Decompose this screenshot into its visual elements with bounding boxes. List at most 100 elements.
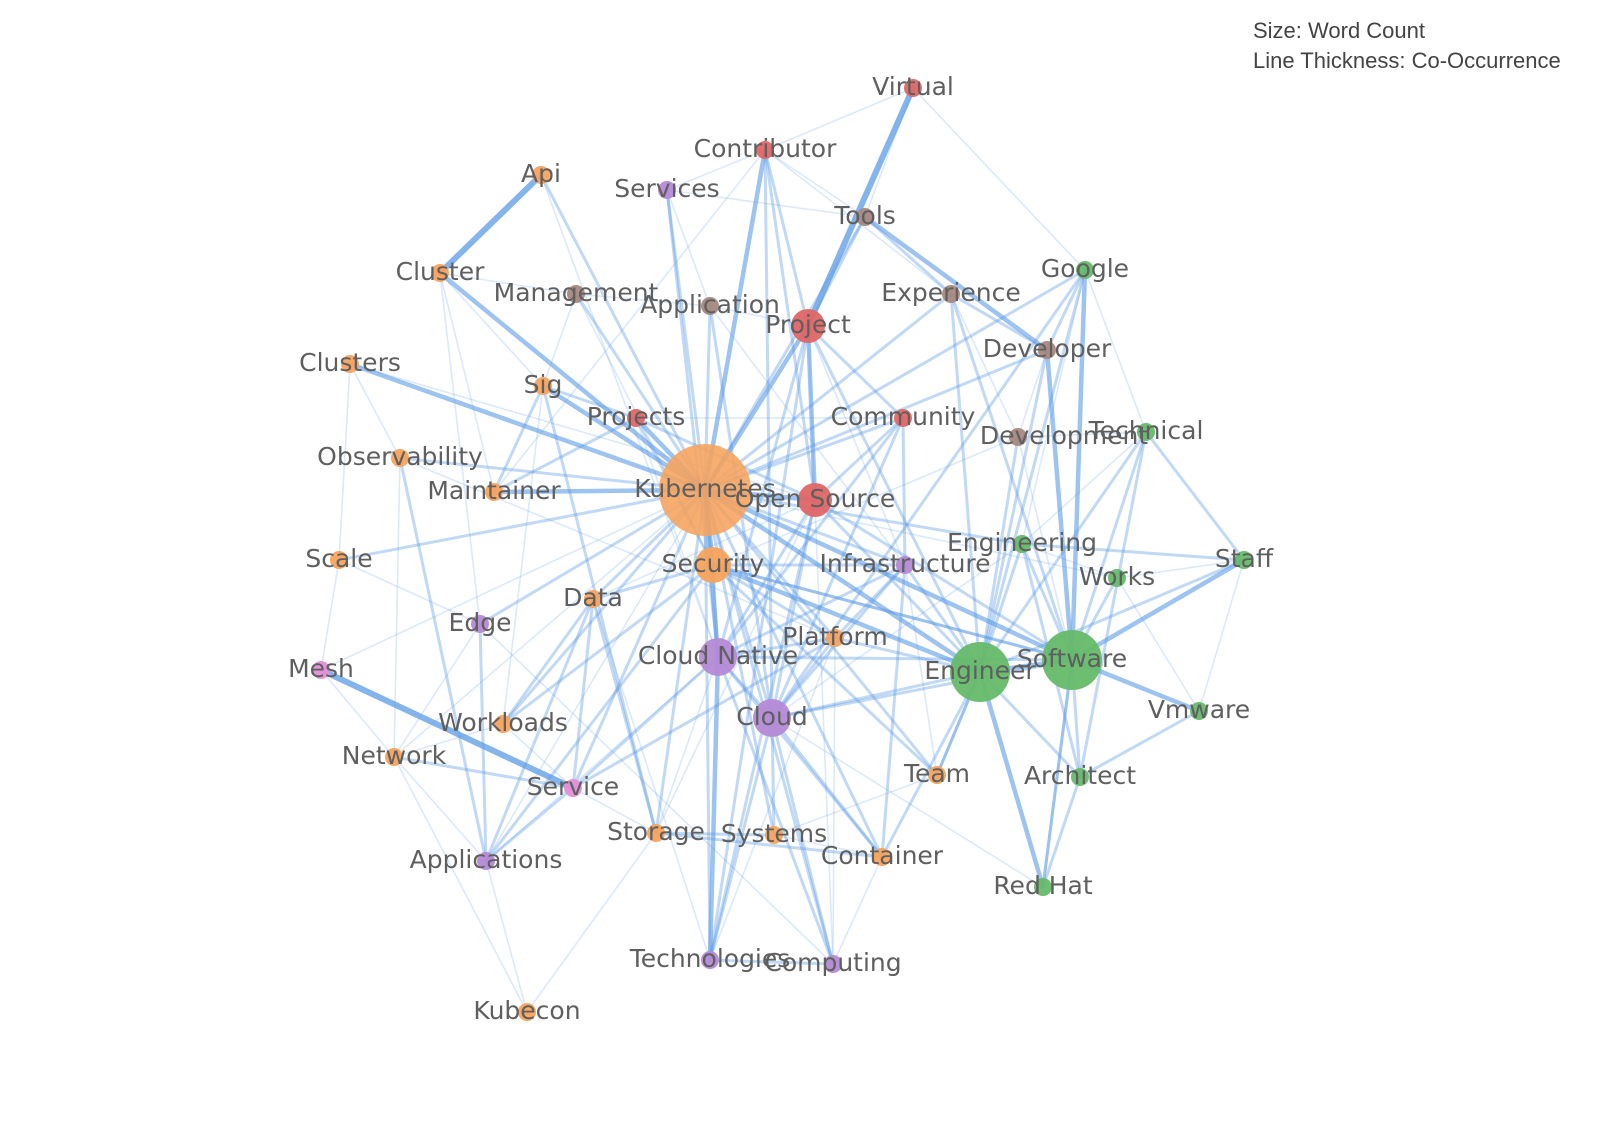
edge-developer-development	[1017, 349, 1048, 438]
edge-data-applications	[484, 597, 595, 863]
edge-engineer-google	[978, 268, 1087, 674]
node-label-community: Community	[831, 402, 976, 431]
node-kubernetes[interactable]	[659, 444, 751, 536]
edge-edge-applications	[478, 622, 488, 863]
edge-engineer-red_hat	[977, 669, 1046, 890]
edge-edge-computing	[479, 623, 834, 965]
edge-google-cloud	[770, 268, 1087, 720]
node-label-team: Team	[903, 759, 970, 788]
edge-contributor-tools	[764, 149, 866, 218]
node-red-hat[interactable]	[1034, 878, 1052, 896]
edge-sig-projects	[541, 384, 638, 420]
node-label-projects: Projects	[587, 402, 686, 431]
node-workloads[interactable]	[494, 715, 512, 733]
edge-architect-technical	[1078, 430, 1148, 779]
edge-service-platform	[571, 636, 837, 790]
node-kubecon[interactable]	[518, 1003, 536, 1021]
edge-contributor-cloud	[763, 148, 774, 720]
node-label-technologies: Technologies	[629, 944, 791, 973]
node-label-mesh: Mesh	[288, 654, 354, 683]
edge-engineer-staff	[978, 558, 1246, 674]
node-sig[interactable]	[534, 377, 552, 395]
node-mesh[interactable]	[312, 661, 330, 679]
node-infrastructure[interactable]	[896, 556, 914, 574]
node-software[interactable]	[1042, 630, 1102, 690]
node-vmware[interactable]	[1190, 702, 1208, 720]
node-cluster[interactable]	[431, 264, 449, 282]
node-label-workloads: Workloads	[438, 708, 568, 737]
node-cloud[interactable]	[753, 699, 791, 737]
node-open-source[interactable]	[798, 483, 832, 517]
node-computing[interactable]	[824, 955, 842, 973]
edge-cloud_native-applications	[485, 656, 719, 862]
node-works[interactable]	[1108, 569, 1126, 587]
edge-kubecon-applications	[485, 860, 528, 1013]
edge-project-engineer	[806, 324, 982, 674]
node-label-kubecon: Kubecon	[473, 996, 580, 1025]
node-label-google: Google	[1041, 254, 1129, 283]
node-security[interactable]	[695, 547, 731, 583]
edge-security-software	[711, 563, 1074, 662]
node-data[interactable]	[584, 590, 602, 608]
node-clusters[interactable]	[341, 355, 359, 373]
edge-management-sig	[542, 293, 577, 387]
node-label-cluster: Cluster	[396, 257, 485, 286]
node-developer[interactable]	[1038, 341, 1056, 359]
node-label-edge: Edge	[449, 608, 512, 637]
node-technical[interactable]	[1137, 423, 1155, 441]
node-google[interactable]	[1076, 261, 1094, 279]
node-team[interactable]	[928, 766, 946, 784]
node-systems[interactable]	[765, 826, 783, 844]
edge-kubernetes-cluster	[437, 270, 708, 493]
edge-kubernetes-google	[703, 268, 1087, 492]
node-services[interactable]	[658, 181, 676, 199]
node-tools[interactable]	[856, 208, 874, 226]
node-development[interactable]	[1009, 428, 1027, 446]
edge-sig-workloads	[502, 385, 544, 725]
edge-cloud-systems	[770, 716, 776, 837]
edge-workloads-service	[502, 723, 574, 789]
node-api[interactable]	[532, 166, 550, 184]
edge-api-kubernetes	[539, 173, 707, 492]
node-staff[interactable]	[1235, 551, 1253, 569]
edge-scale-edge	[338, 559, 481, 625]
edge-architect-red_hat	[1041, 775, 1082, 889]
node-application[interactable]	[701, 297, 719, 315]
node-community[interactable]	[894, 409, 912, 427]
node-technologies[interactable]	[701, 951, 719, 969]
node-container[interactable]	[873, 848, 891, 866]
edge-works-staff	[1116, 559, 1245, 579]
node-service[interactable]	[564, 779, 582, 797]
node-storage[interactable]	[647, 824, 665, 842]
node-edge[interactable]	[471, 615, 489, 633]
edge-contributor-project	[763, 148, 810, 328]
node-platform[interactable]	[826, 629, 844, 647]
node-label-vmware: Vmware	[1148, 695, 1250, 724]
node-projects[interactable]	[627, 409, 645, 427]
node-scale[interactable]	[330, 551, 348, 569]
edge-kubernetes-network	[393, 489, 706, 758]
node-observability[interactable]	[391, 449, 409, 467]
node-project[interactable]	[791, 309, 825, 343]
node-engineer[interactable]	[950, 642, 1010, 702]
node-label-observability: Observability	[317, 442, 483, 471]
node-cloud-native[interactable]	[699, 638, 737, 676]
node-network[interactable]	[385, 748, 403, 766]
edge-technical-staff	[1144, 430, 1246, 562]
edge-security-applications	[484, 563, 715, 863]
node-virtual[interactable]	[904, 79, 922, 97]
edge-workloads-network	[393, 723, 504, 758]
node-applications[interactable]	[477, 852, 495, 870]
edge-technologies-computing	[708, 958, 835, 966]
node-architect[interactable]	[1071, 768, 1089, 786]
node-contributor[interactable]	[756, 141, 774, 159]
edge-experience-developer	[949, 292, 1049, 352]
node-maintainer[interactable]	[485, 483, 503, 501]
edge-kubernetes-applications	[485, 489, 706, 862]
edge-systems-team	[773, 774, 938, 836]
node-experience[interactable]	[942, 285, 960, 303]
node-engineering[interactable]	[1013, 535, 1031, 553]
edge-virtual-tools	[864, 87, 914, 218]
node-management[interactable]	[567, 285, 585, 303]
